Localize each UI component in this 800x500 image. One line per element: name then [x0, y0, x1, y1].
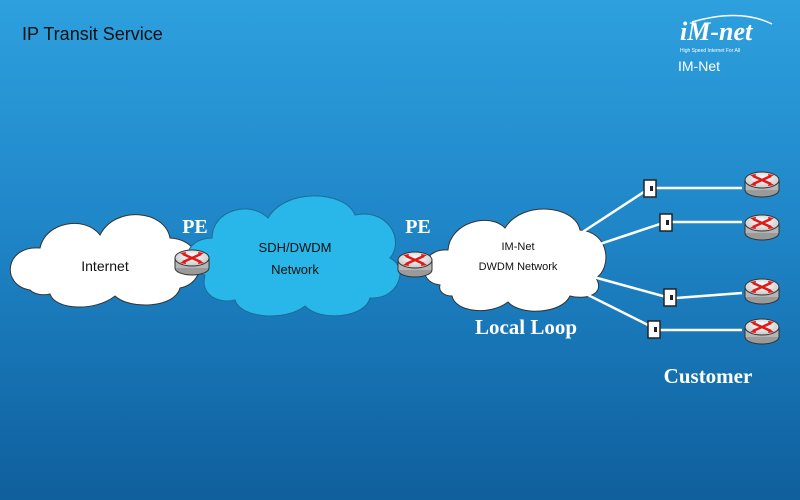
imnet-label-line1: IM-Net — [502, 241, 535, 253]
internet-label: Internet — [81, 258, 129, 274]
customer-router-icon — [743, 213, 781, 242]
customer-label: Customer — [664, 364, 753, 388]
pe-left-router-icon — [173, 248, 211, 277]
internet-cloud: Internet — [9, 214, 201, 308]
pe-left-label: PE — [182, 216, 208, 238]
logo-wordmark: iM-net — [680, 17, 753, 46]
local-loop-label: Local Loop — [475, 315, 577, 339]
line-terminators — [643, 179, 677, 339]
customer-router-icon — [743, 170, 781, 199]
customer-router-icon — [743, 277, 781, 306]
customer-router-icon — [743, 317, 781, 346]
imnet-dwdm-cloud: IM-Net DWDM Network — [423, 208, 607, 312]
sdh-label-line1: SDH/DWDM — [259, 240, 332, 255]
logo-caption: IM-Net — [678, 58, 720, 74]
page-title: IP Transit Service — [22, 24, 163, 44]
logo-tagline: High Speed Internet For All — [680, 48, 740, 54]
imnet-logo: iM-net High Speed Internet For All — [680, 14, 773, 54]
pe-right-router-icon — [396, 250, 434, 279]
imnet-label-line2: DWDM Network — [479, 261, 558, 273]
local-loop-links — [577, 186, 743, 332]
sdh-label-line2: Network — [271, 262, 319, 277]
pe-right-label: PE — [405, 216, 431, 238]
sdh-dwdm-cloud: SDH/DWDM Network — [186, 195, 401, 317]
